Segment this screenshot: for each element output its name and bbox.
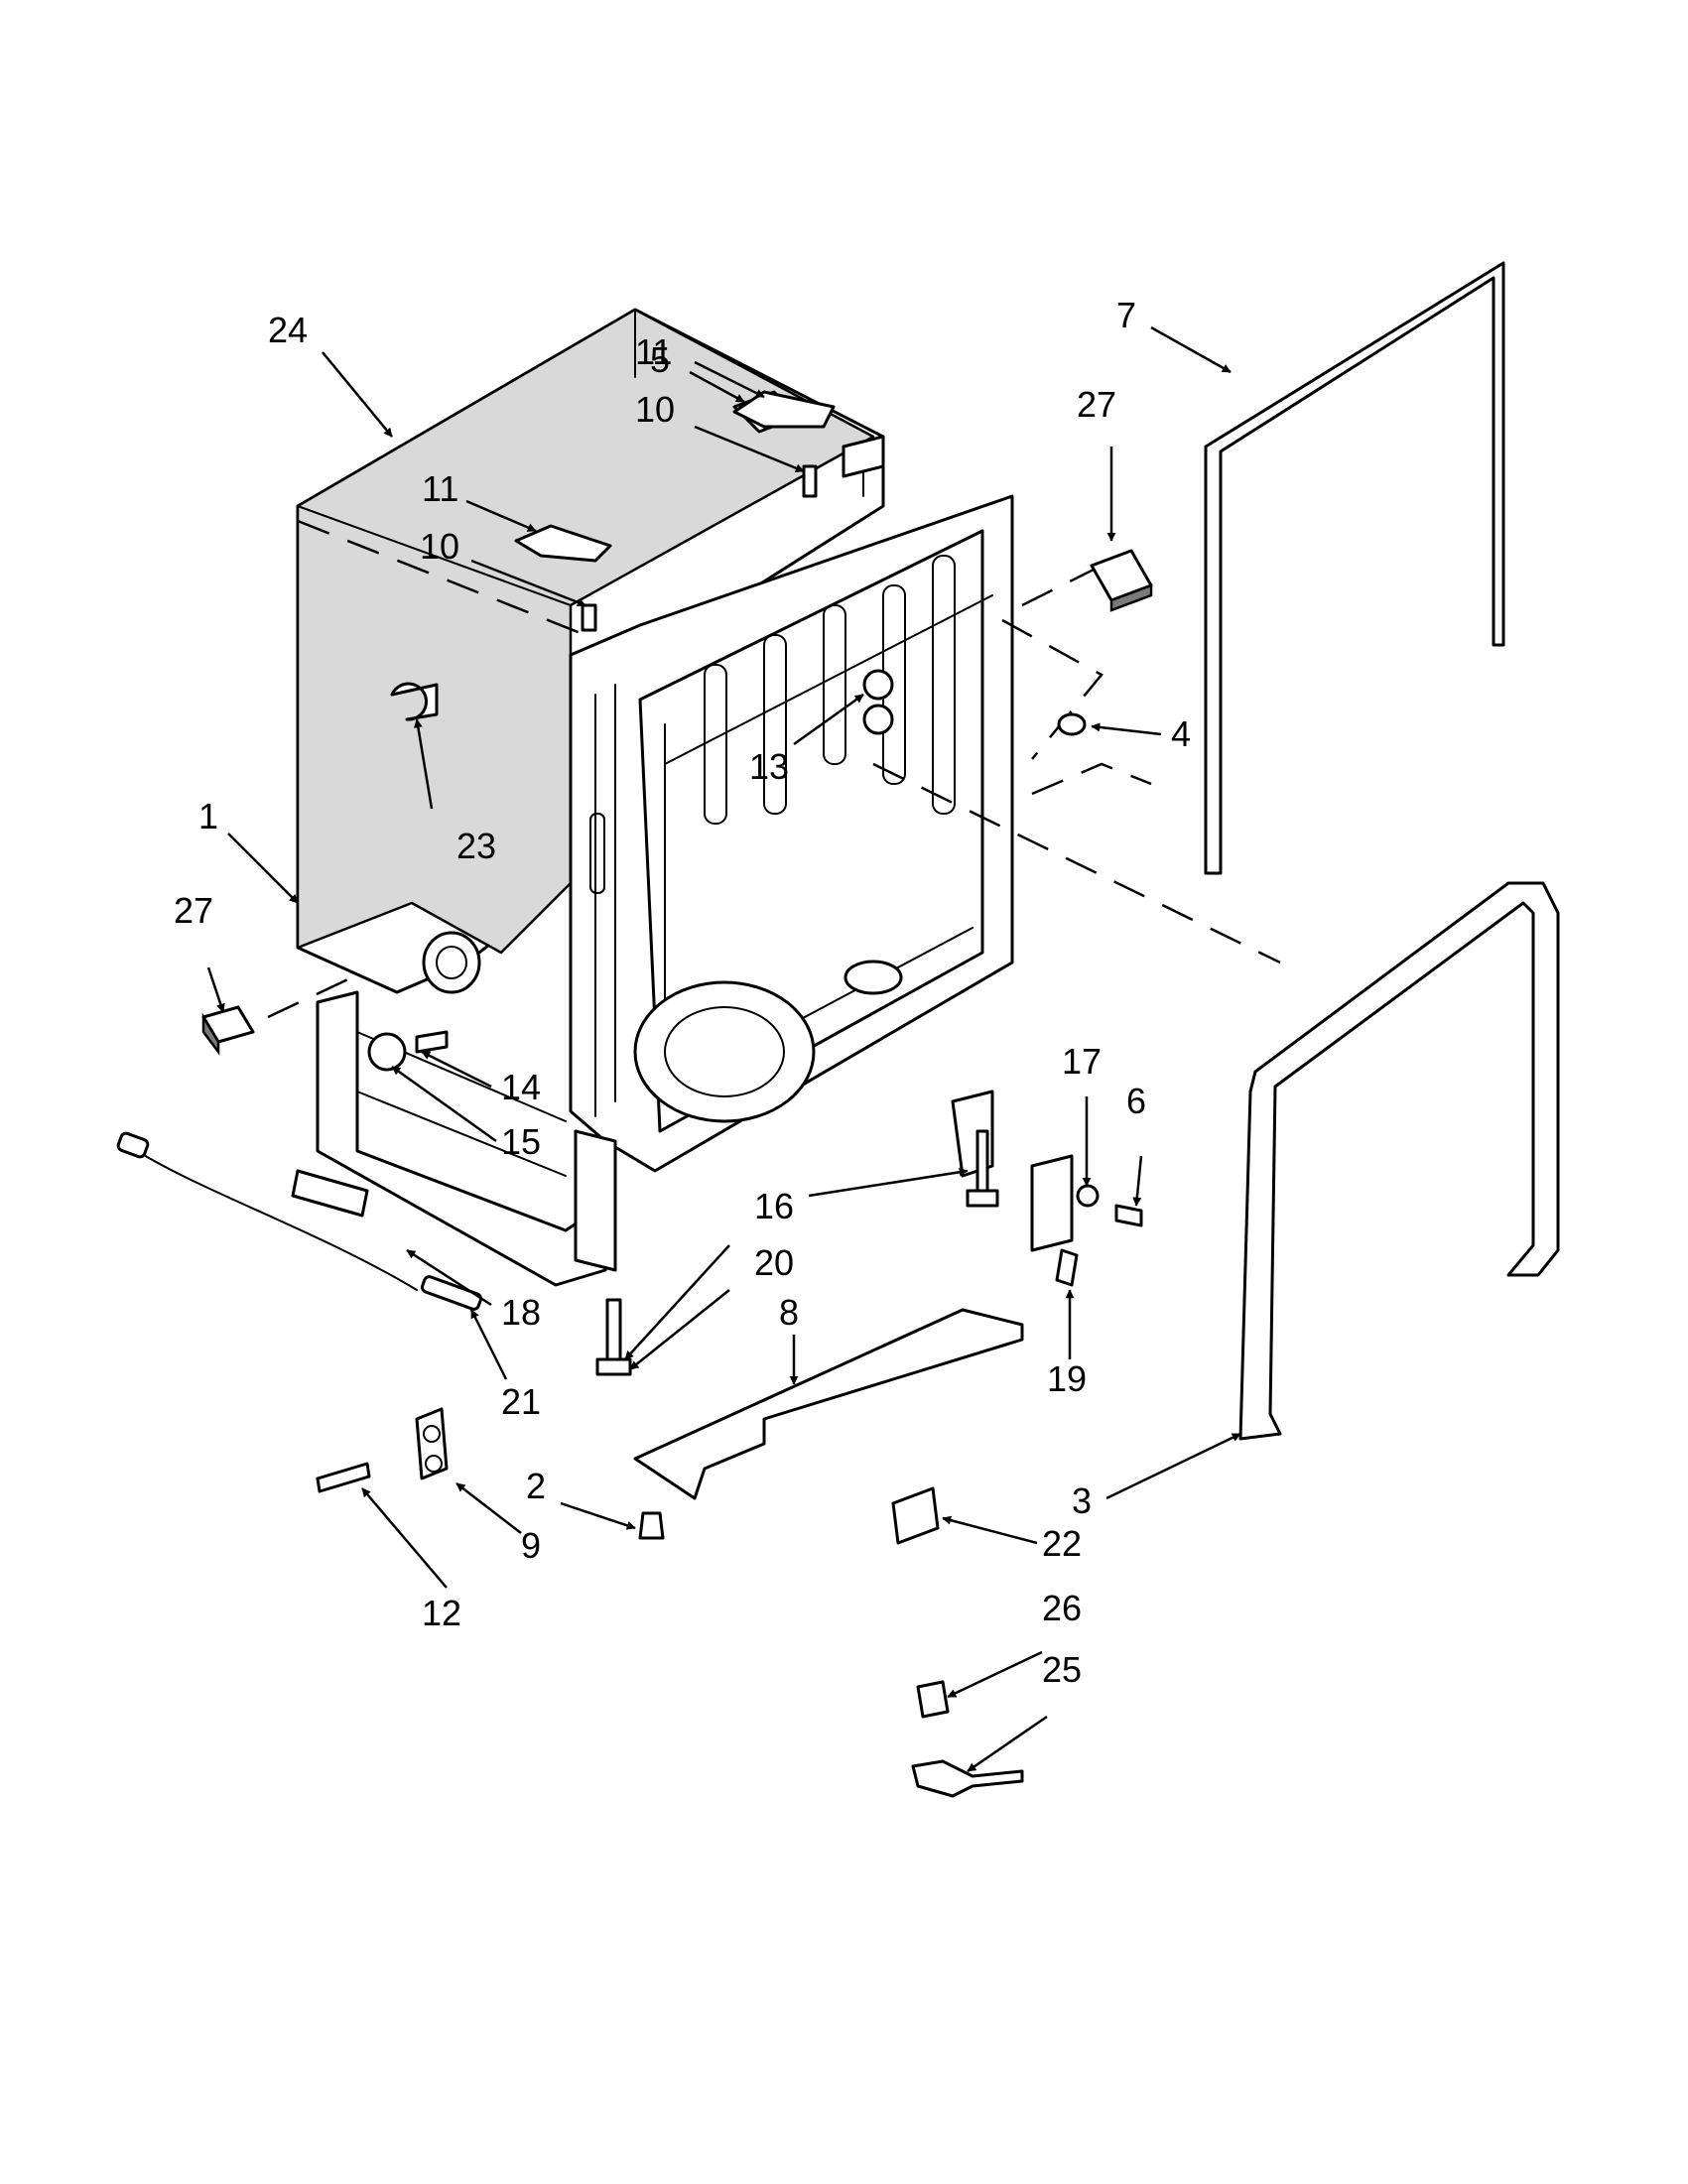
leader-lines (206, 325, 1241, 1773)
callout-4: 4 (1171, 713, 1191, 754)
part-18-sleeve (291, 1169, 369, 1218)
part-16-leg-right (975, 1129, 989, 1193)
callout-20: 20 (754, 1242, 794, 1283)
part-13-b (862, 704, 894, 735)
callout-26: 26 (1042, 1588, 1082, 1628)
part-16-leg-left (605, 1298, 622, 1361)
callout-8: 8 (779, 1292, 799, 1333)
part-22-clip (891, 1486, 940, 1545)
part-4-plug (1057, 712, 1087, 736)
part-26-strike (916, 1680, 950, 1719)
part-21-connector (420, 1275, 483, 1311)
callout-labels: 1 2 3 4 5 6 7 8 9 10 10 11 11 12 13 14 1… (174, 295, 1191, 1690)
callout-11-left: 11 (422, 468, 458, 509)
part-10-top (802, 464, 818, 498)
callout-15: 15 (501, 1121, 541, 1162)
part-9-bracket (415, 1407, 449, 1480)
part-14-screw (415, 1030, 449, 1054)
part-17-nut (1076, 1184, 1100, 1208)
callout-6: 6 (1126, 1081, 1146, 1121)
part-19-screw (1055, 1248, 1079, 1287)
callout-12: 12 (422, 1593, 461, 1633)
callout-1: 1 (198, 796, 218, 836)
door-seal-top (1204, 261, 1505, 875)
tub-gasket (1238, 881, 1560, 1441)
alignment-line-27 (267, 975, 353, 1019)
tub-assembly (296, 308, 1014, 1173)
callout-3: 3 (1072, 1480, 1092, 1521)
part-8-panel (633, 1308, 1024, 1500)
callout-24: 24 (268, 310, 308, 350)
part-25-bracket (911, 1759, 1024, 1798)
base-frame (316, 990, 994, 1287)
callout-22: 22 (1042, 1523, 1082, 1564)
callout-7: 7 (1116, 295, 1136, 335)
callout-5: 5 (650, 339, 670, 380)
callout-13: 13 (749, 746, 789, 787)
alignment-line-right-2 (1031, 762, 1152, 796)
callout-9: 9 (521, 1525, 541, 1566)
part-10-left (581, 603, 597, 632)
part-15-grommet (367, 1032, 407, 1072)
part-23-plug (390, 682, 439, 721)
callout-11-top: 11 (635, 331, 672, 372)
part-13-a (862, 669, 894, 701)
part-6-screw (1114, 1204, 1143, 1227)
alignment-line-right-1 (1001, 618, 1104, 760)
callout-10-left: 10 (420, 526, 459, 567)
callout-25: 25 (1042, 1649, 1082, 1690)
part-17-plate (1030, 1154, 1074, 1252)
callout-10-top: 10 (635, 389, 675, 430)
callout-27-right: 27 (1077, 384, 1116, 425)
callout-14: 14 (501, 1067, 541, 1107)
callout-18: 18 (501, 1292, 541, 1333)
callout-17: 17 (1062, 1041, 1102, 1082)
callout-23: 23 (456, 826, 496, 866)
part-18-cable (128, 1145, 418, 1291)
alignment-line-gasket (872, 762, 1281, 964)
callout-2: 2 (526, 1466, 546, 1506)
callout-21: 21 (501, 1381, 541, 1422)
part-12-bolt (316, 1462, 371, 1493)
alignment-line-top-right (1021, 564, 1103, 607)
callout-27-left: 27 (174, 890, 213, 931)
callout-19: 19 (1047, 1358, 1087, 1399)
base-frame-left (316, 990, 607, 1287)
callout-16: 16 (754, 1186, 794, 1226)
part-11-left (514, 524, 612, 563)
part-2-foot (638, 1511, 665, 1540)
